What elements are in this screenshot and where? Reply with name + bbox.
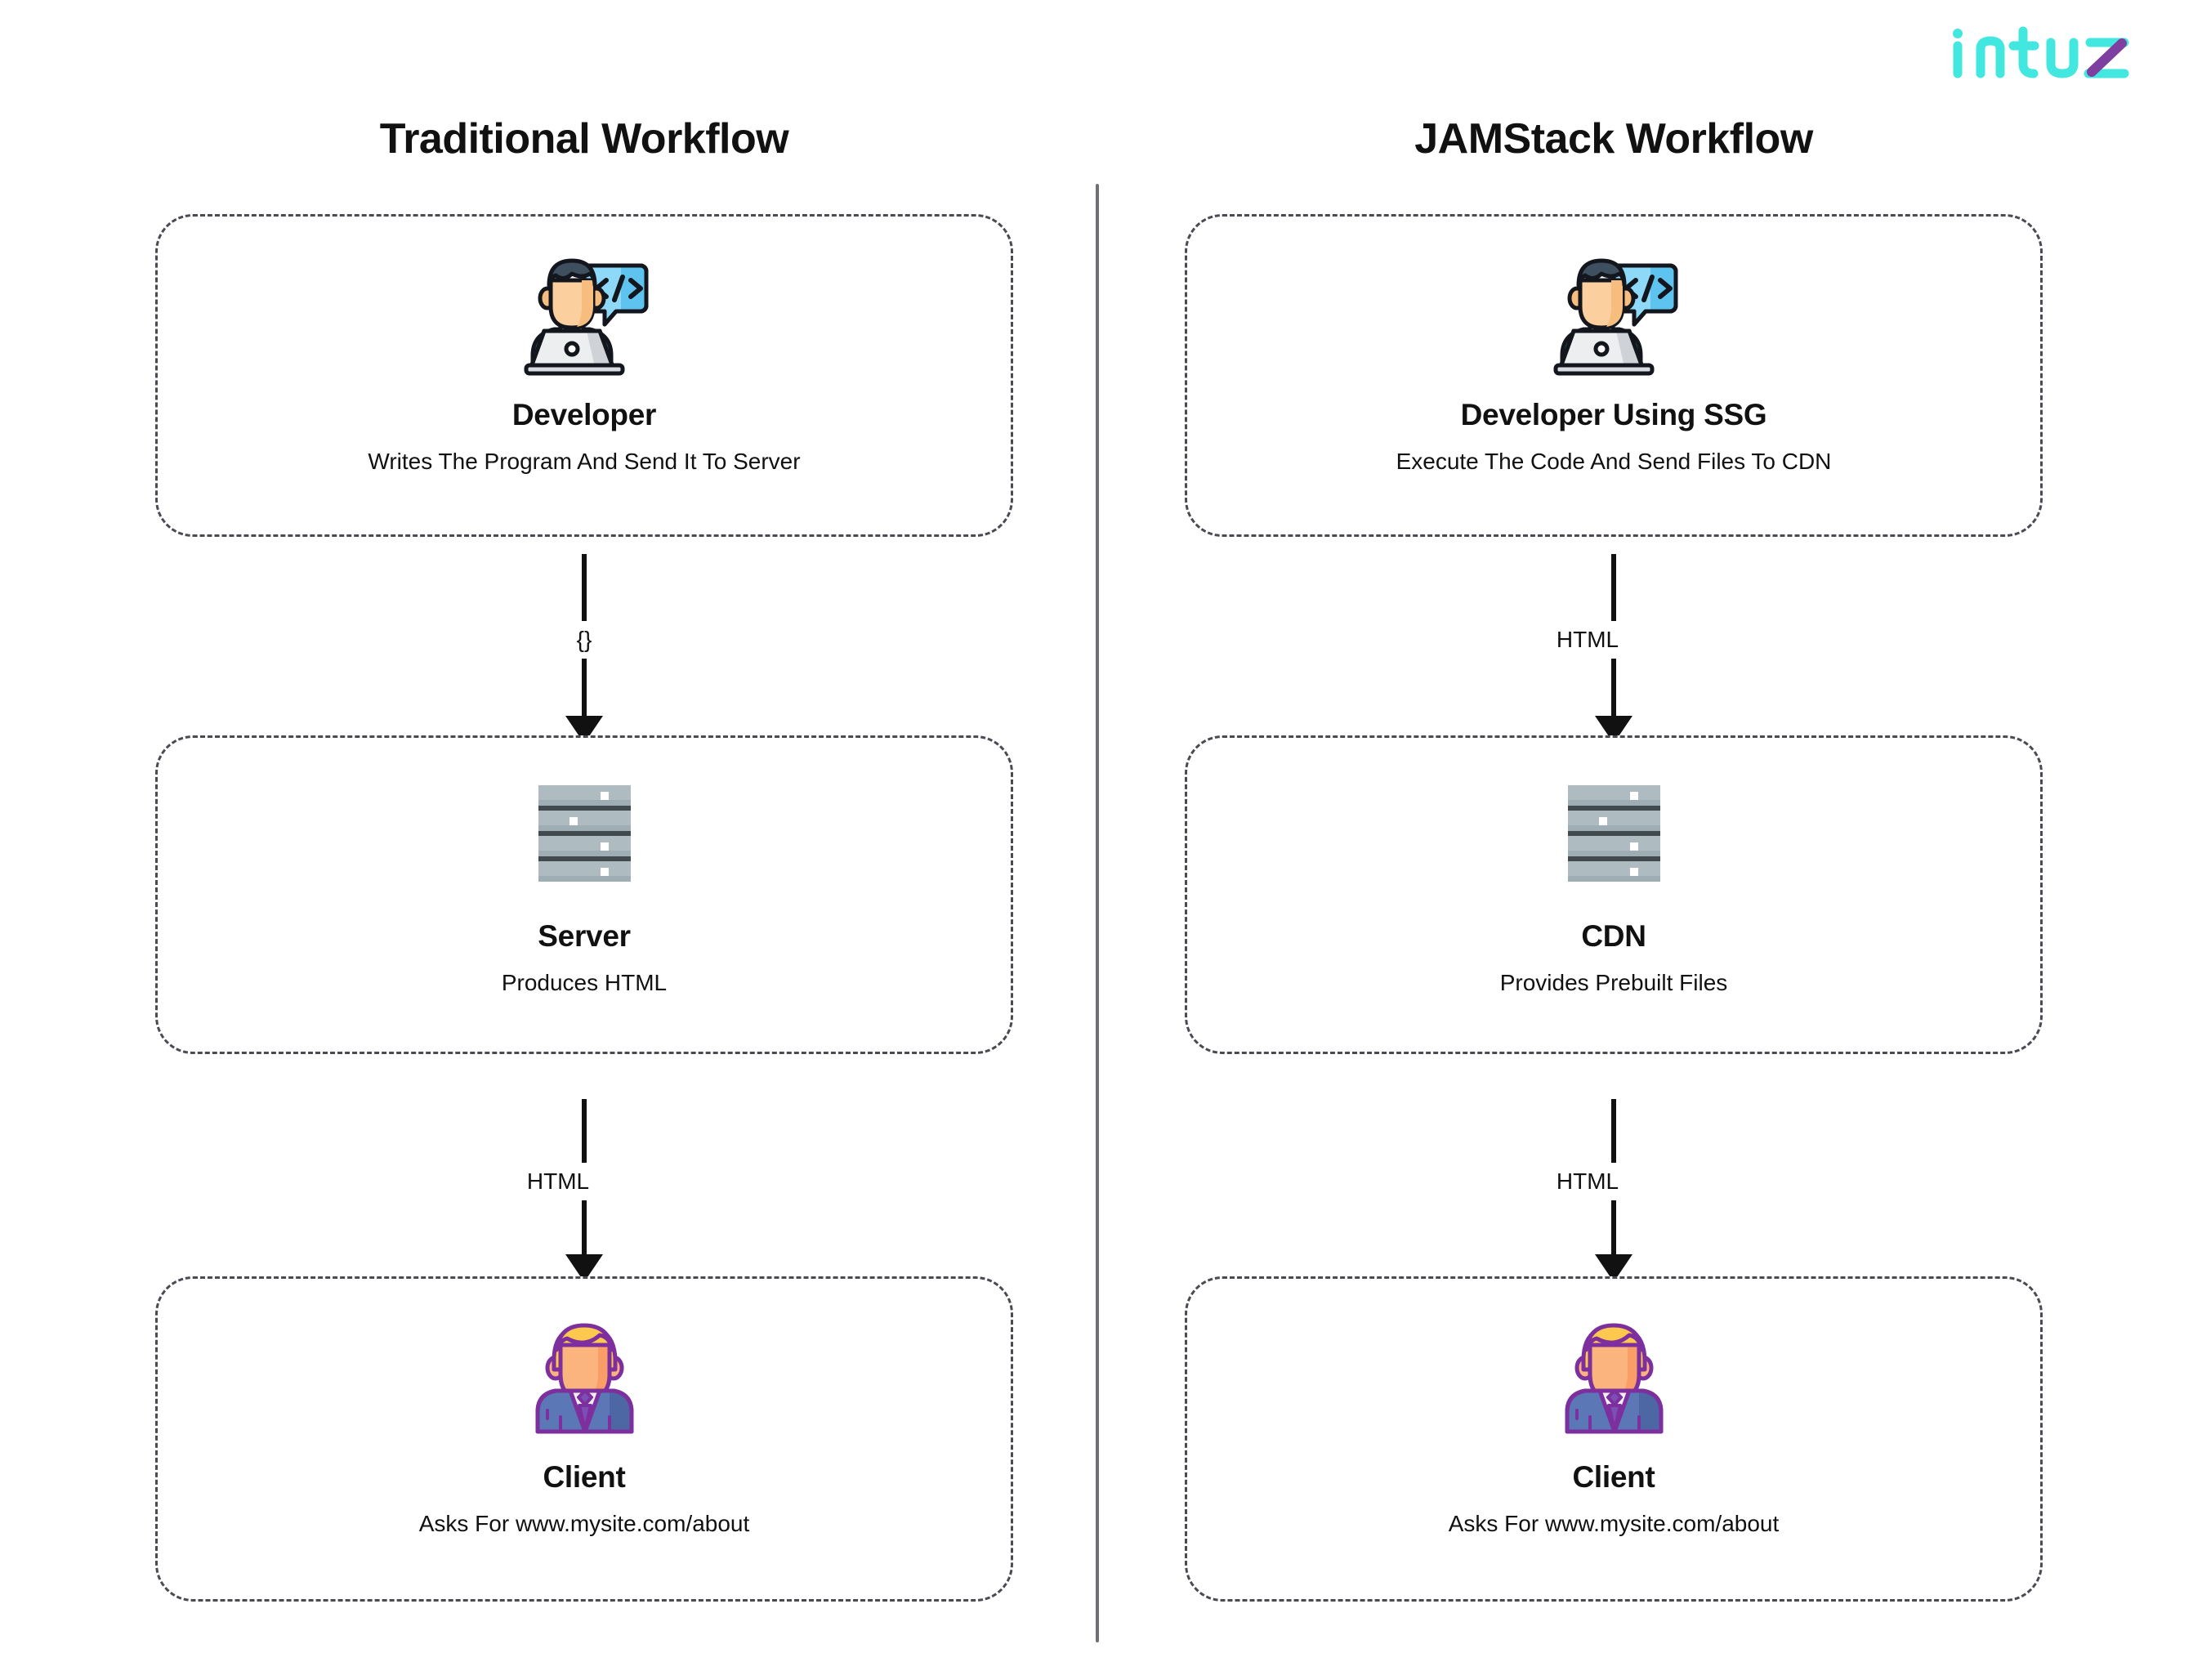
card-title: Server [538,919,631,953]
card-subtitle: Provides Prebuilt Files [1499,970,1728,995]
arrow-line-top [582,554,587,621]
step-card-developer: Developer Writes The Program And Send It… [155,214,1013,537]
card-title: Client [1572,1460,1655,1494]
step-card-cdn: CDN Provides Prebuilt Files [1185,735,2043,1054]
column-divider [1096,184,1099,1642]
server-icon [1536,766,1691,905]
arrow-line-bottom [582,659,587,717]
connector-label: HTML [1556,627,1619,652]
arrow-line-bottom [1611,659,1616,717]
connector-label: HTML [526,1168,590,1194]
arrow-line-bottom [582,1200,587,1256]
intuz-logo [1950,25,2137,85]
card-title: CDN [1581,919,1646,953]
arrow-line-top [582,1099,587,1163]
arrow-line-top [1611,1099,1616,1163]
column-title-traditional: Traditional Workflow [379,115,789,163]
connector-developer-to-server: {} [502,554,666,744]
card-subtitle: Produces HTML [501,970,668,995]
connector-label: HTML [1556,1168,1619,1194]
step-card-client: Client Asks For www.mysite.com/about [155,1276,1013,1602]
connector-developer-to-cdn: HTML [1532,554,1695,744]
developer-icon [1536,244,1691,383]
connector-label: {} [576,627,592,652]
arrow-line-bottom [1611,1200,1616,1256]
step-card-client: Client Asks For www.mysite.com/about [1185,1276,2043,1602]
card-title: Developer Using SSG [1460,398,1767,431]
step-card-server: Server Produces HTML [155,735,1013,1054]
arrow-line-top [1611,554,1616,621]
card-title: Developer [511,398,657,431]
connector-server-to-client: HTML [502,1099,666,1282]
card-subtitle: Asks For www.mysite.com/about [1448,1511,1780,1536]
card-subtitle: Asks For www.mysite.com/about [418,1511,750,1536]
server-icon [507,766,662,905]
step-card-developer-ssg: Developer Using SSG Execute The Code And… [1185,214,2043,537]
client-icon [1536,1307,1691,1445]
column-title-jamstack: JAMStack Workflow [1414,115,1813,163]
card-subtitle: Writes The Program And Send It To Server [368,449,801,474]
developer-icon [507,244,662,383]
connector-cdn-to-client: HTML [1532,1099,1695,1282]
card-title: Client [543,1460,626,1494]
client-icon [507,1307,662,1445]
card-subtitle: Execute The Code And Send Files To CDN [1396,449,1832,474]
